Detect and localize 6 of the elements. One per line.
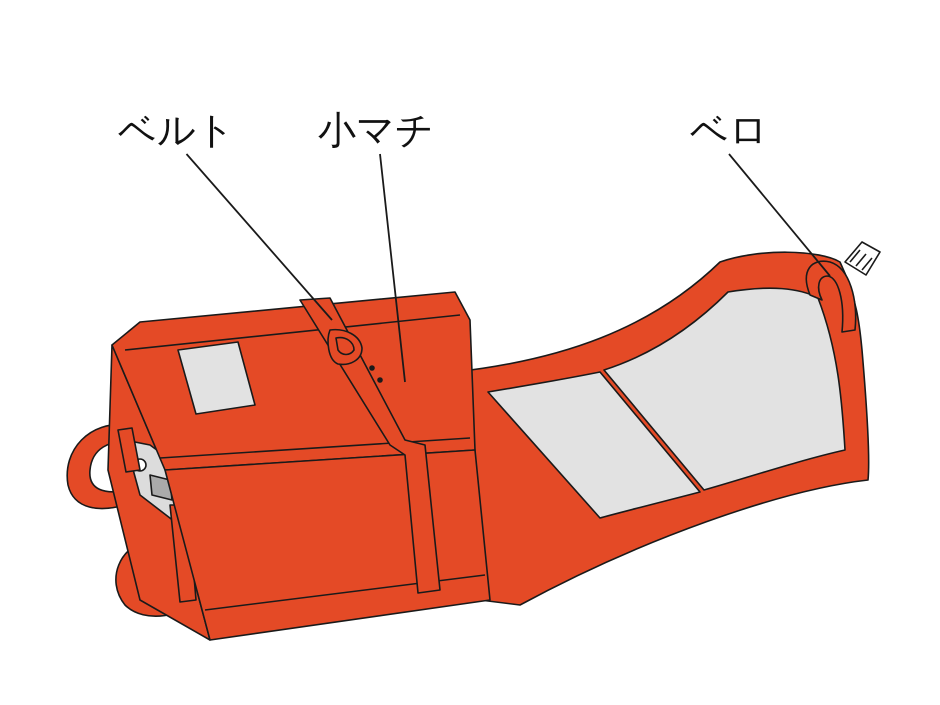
leader-line xyxy=(728,153,831,277)
part-label: 小マチ xyxy=(318,108,434,152)
leader-line xyxy=(186,153,333,321)
part-label: ベルト xyxy=(118,108,235,152)
part-label: ベロ xyxy=(690,108,768,152)
leader-line xyxy=(379,154,406,382)
